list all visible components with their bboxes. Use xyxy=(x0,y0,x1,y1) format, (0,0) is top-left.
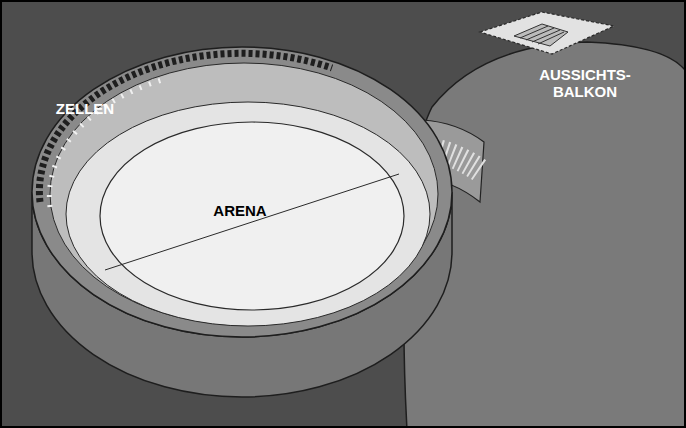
balcony-label: AUSSICHTS- BALKON xyxy=(530,66,640,100)
arena-label: ARENA xyxy=(190,202,290,219)
cells-label: ZELLEN xyxy=(40,100,130,117)
